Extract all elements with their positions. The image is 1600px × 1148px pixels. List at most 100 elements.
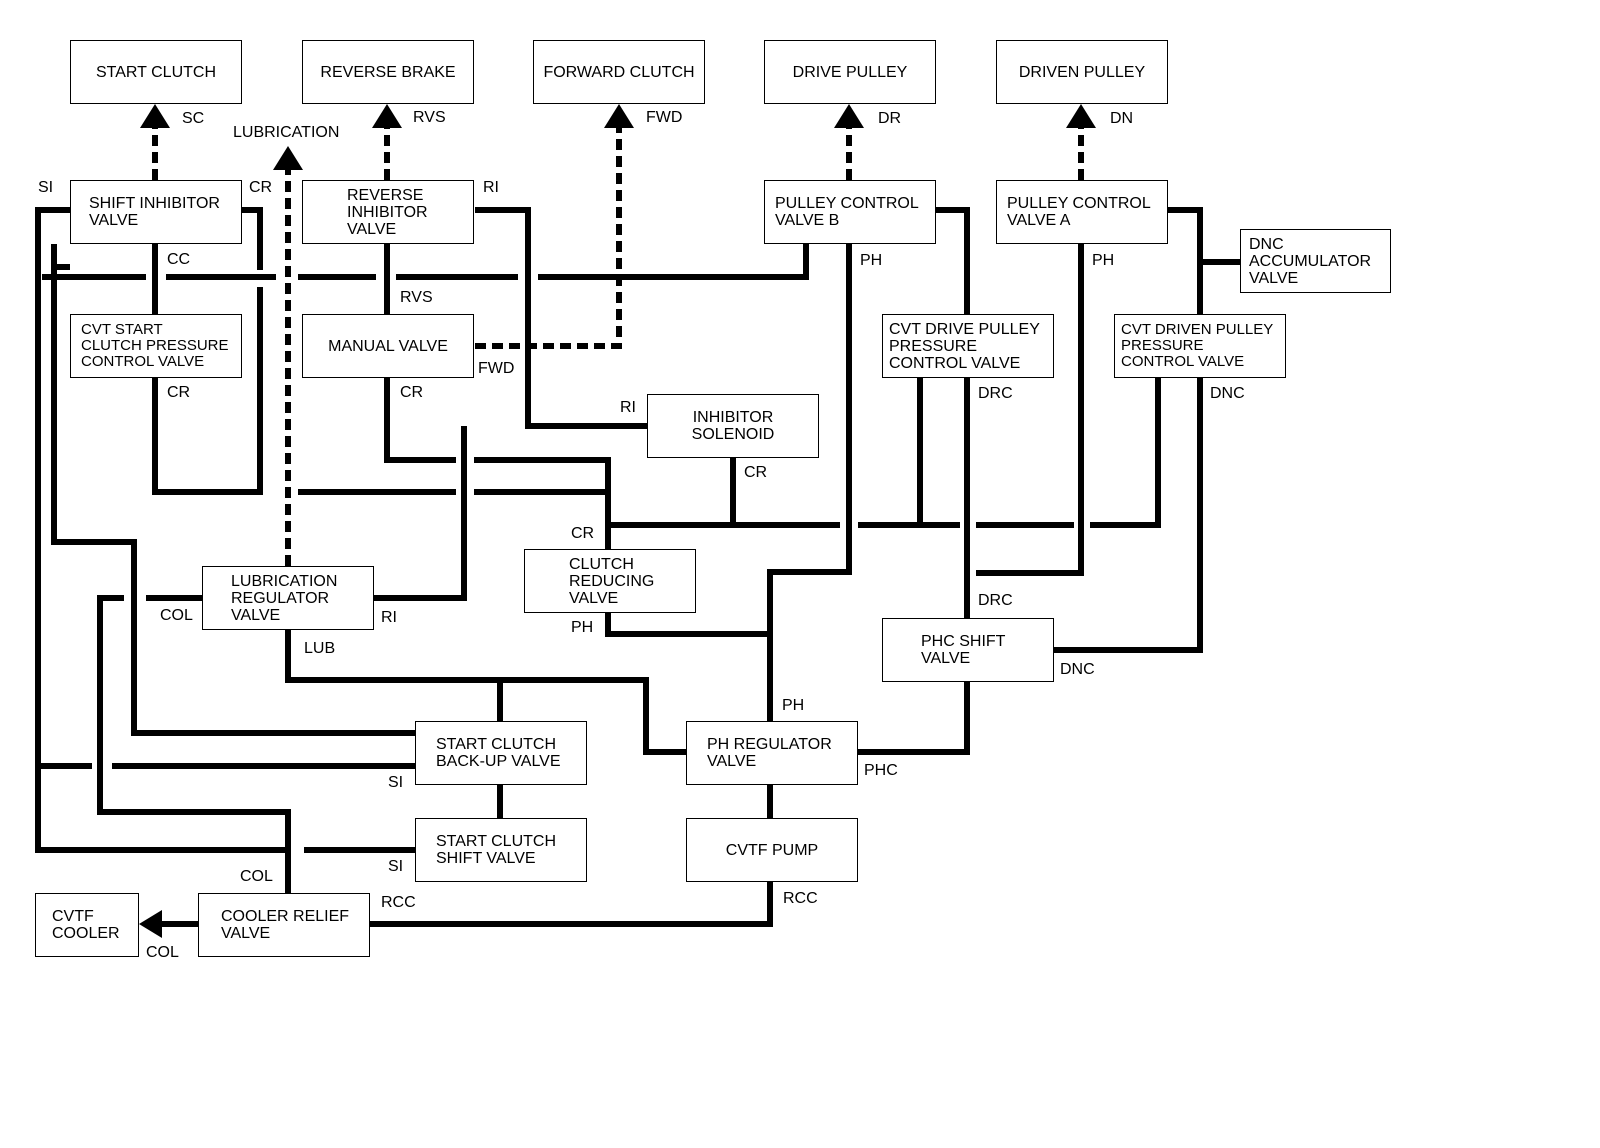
label-rvs-top: RVS — [413, 109, 446, 126]
cvtf-pump-box: CVTF PUMP — [686, 818, 858, 882]
label-col-relief: COL — [240, 868, 273, 885]
line-cr-manual-a — [384, 378, 456, 463]
line-cc-c — [538, 244, 809, 280]
arrow-dr — [834, 104, 864, 128]
clutch-reducing-valve-box: CLUTCH REDUCING VALVE — [524, 549, 696, 613]
label-si-shift: SI — [388, 858, 404, 875]
label-rvs-mid: RVS — [400, 289, 433, 306]
arrow-rvs — [372, 104, 402, 128]
label-ri-solenoid: RI — [620, 399, 636, 416]
label-phc: PHC — [864, 762, 898, 779]
pulley-control-valve-a-text: PULLEY CONTROL VALVE A — [1007, 195, 1151, 229]
cvt-start-clutch-pressure-control-valve-box: CVT START CLUTCH PRESSURE CONTROL VALVE — [70, 314, 242, 378]
reverse-inhibitor-valve-text: REVERSE INHIBITOR VALVE — [347, 186, 428, 238]
line-phc — [858, 682, 970, 755]
drive-pulley-box: DRIVE PULLEY — [764, 40, 936, 104]
label-ph-clutch: PH — [571, 619, 594, 636]
line-fwd — [475, 128, 622, 349]
label-col-cooler: COL — [146, 944, 179, 961]
label-dnc-top: DNC — [1210, 385, 1245, 402]
reverse-inhibitor-valve-box: REVERSE INHIBITOR VALVE — [302, 180, 474, 244]
start-clutch-backup-valve-box: START CLUTCH BACK-UP VALVE — [415, 721, 587, 785]
label-dn: DN — [1110, 110, 1134, 127]
label-lub: LUB — [304, 640, 336, 657]
phc-shift-valve-box: PHC SHIFT VALVE — [882, 618, 1054, 682]
line-si-inner — [51, 244, 415, 736]
label-ri-lub: RI — [381, 609, 397, 626]
label-ph-b: PH — [860, 252, 883, 269]
arrow-col-cooler — [139, 910, 162, 938]
label-drc-phc: DRC — [978, 592, 1013, 609]
line-dnc — [1054, 378, 1203, 653]
line-ph-clutch — [605, 613, 770, 637]
dnc-accumulator-valve-text: DNC ACCUMULATOR VALVE — [1249, 235, 1372, 287]
line-cr-manual-b — [474, 457, 611, 525]
label-drc-top: DRC — [978, 385, 1013, 402]
label-ri-rev: RI — [483, 179, 499, 196]
reverse-brake-box: REVERSE BRAKE — [302, 40, 474, 104]
ph-regulator-valve-box: PH REGULATOR VALVE — [686, 721, 858, 785]
drive-pulley-text: DRIVE PULLEY — [792, 63, 908, 81]
start-clutch-shift-valve-text: START CLUTCH SHIFT VALVE — [436, 833, 557, 867]
cvt-start-clutch-pressure-control-valve-text: CVT START CLUTCH PRESSURE CONTROL VALVE — [81, 321, 229, 370]
label-dnc-phc: DNC — [1060, 661, 1095, 678]
label-cr-manual: CR — [400, 384, 424, 401]
cvt-drive-pulley-pressure-control-valve-box: CVT DRIVE PULLEY PRESSURE CONTROL VALVE — [882, 314, 1054, 378]
manual-valve-text: MANUAL VALVE — [328, 337, 448, 355]
start-clutch-box: START CLUTCH — [70, 40, 242, 104]
cvtf-cooler-box: CVTF COOLER — [35, 893, 139, 957]
label-ph-reg: PH — [782, 697, 805, 714]
label-cr-clutch: CR — [571, 525, 595, 542]
label-lubrication: LUBRICATION — [233, 124, 340, 141]
line-si-outer — [35, 207, 288, 853]
line-col — [97, 595, 291, 893]
inhibitor-solenoid-text: INHIBITOR SOLENOID — [691, 409, 775, 443]
label-si-top: SI — [38, 179, 54, 196]
label-dr: DR — [878, 110, 902, 127]
ph-regulator-valve-text: PH REGULATOR VALVE — [707, 736, 832, 770]
cvt-driven-pulley-pressure-control-valve-text: CVT DRIVEN PULLEY PRESSURE CONTROL VALVE — [1121, 321, 1274, 370]
line-cr-row-f — [1090, 378, 1161, 528]
label-sc: SC — [182, 110, 205, 127]
driven-pulley-box: DRIVEN PULLEY — [996, 40, 1168, 104]
line-pulley-b-out — [936, 207, 970, 314]
dnc-accumulator-valve-box: DNC ACCUMULATOR VALVE — [1240, 229, 1391, 293]
lubrication-regulator-valve-box: LUBRICATION REGULATOR VALVE — [202, 566, 374, 630]
line-cr-cvt — [152, 287, 263, 495]
line-ri-lub — [374, 426, 467, 601]
line-rcc — [370, 882, 773, 927]
label-col-lub: COL — [160, 607, 193, 624]
pulley-control-valve-b-text: PULLEY CONTROL VALVE B — [775, 195, 919, 229]
line-cr-shift — [242, 207, 263, 270]
label-rcc-pump: RCC — [783, 890, 818, 907]
label-ph-a: PH — [1092, 252, 1115, 269]
line-pulley-a-out — [1168, 207, 1203, 314]
start-clutch-shift-valve-box: START CLUTCH SHIFT VALVE — [415, 818, 587, 882]
line-ph-a — [976, 244, 1084, 576]
line-si-short — [51, 244, 70, 270]
shift-inhibitor-valve-text: SHIFT INHIBITOR VALVE — [89, 195, 220, 229]
cvtf-pump-text: CVTF PUMP — [725, 841, 819, 859]
reverse-brake-text: REVERSE BRAKE — [320, 63, 456, 81]
label-fwd-manual: FWD — [478, 360, 515, 377]
arrow-dn — [1066, 104, 1096, 128]
cvt-driven-pulley-pressure-control-valve-box: CVT DRIVEN PULLEY PRESSURE CONTROL VALVE — [1114, 314, 1286, 378]
cooler-relief-valve-text: COOLER RELIEF VALVE — [221, 908, 350, 942]
label-cc: CC — [167, 251, 191, 268]
cvtf-cooler-text: CVTF COOLER — [52, 908, 120, 942]
line-lub — [285, 630, 686, 755]
arrow-lubrication — [273, 146, 303, 170]
forward-clutch-text: FORWARD CLUTCH — [543, 63, 695, 81]
label-fwd-top: FWD — [646, 109, 683, 126]
pulley-control-valve-a-box: PULLEY CONTROL VALVE A — [996, 180, 1168, 244]
label-cr-shift: CR — [249, 179, 273, 196]
arrow-fwd — [604, 104, 634, 128]
cooler-relief-valve-box: COOLER RELIEF VALVE — [198, 893, 370, 957]
line-ph-b — [767, 244, 852, 721]
label-cr-solenoid: CR — [744, 464, 768, 481]
arrow-sc — [140, 104, 170, 128]
pulley-control-valve-b-box: PULLEY CONTROL VALVE B — [764, 180, 936, 244]
cvt-drive-pulley-pressure-control-valve-text: CVT DRIVE PULLEY PRESSURE CONTROL VALVE — [889, 320, 1040, 372]
